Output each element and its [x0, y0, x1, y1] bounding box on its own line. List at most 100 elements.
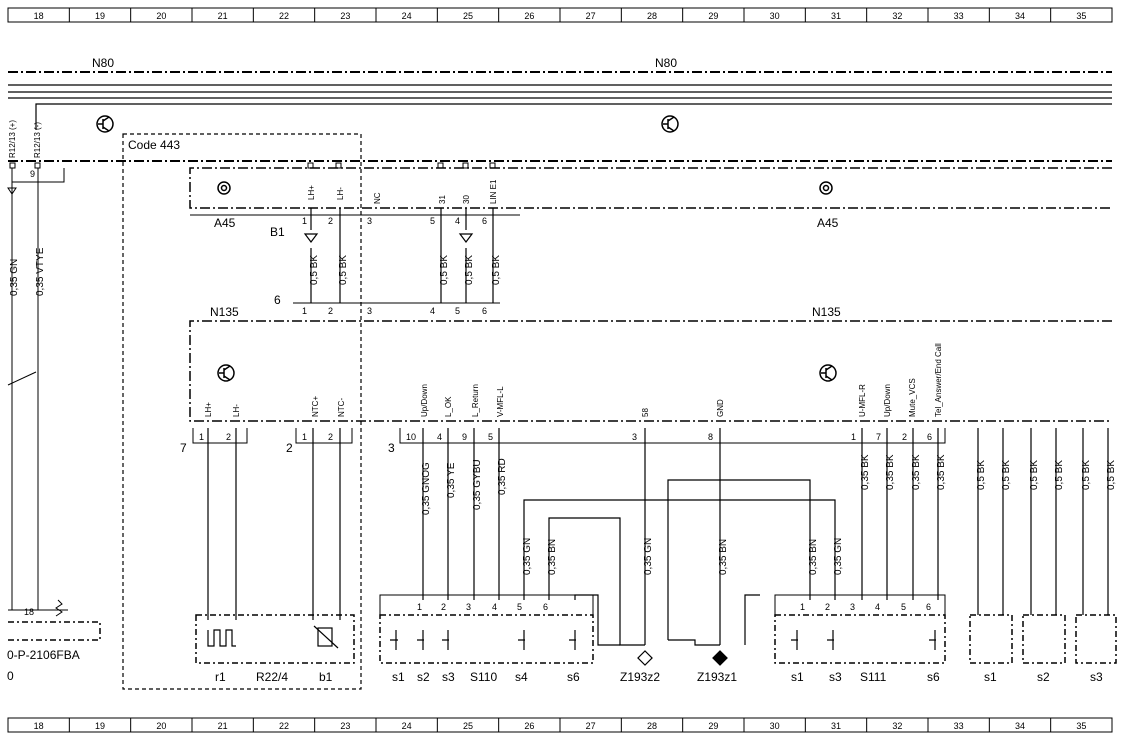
s111-pin: 5	[901, 602, 906, 612]
s111-switch-label: s6	[927, 670, 940, 684]
left-module	[8, 599, 101, 641]
svg-text:0,35 GNOG: 0,35 GNOG	[421, 462, 432, 515]
ruler-column-number: 33	[954, 721, 964, 731]
ruler-column-number: 18	[34, 721, 44, 731]
s110-pin: 1	[417, 602, 422, 612]
s110-switch-label: s4	[515, 670, 528, 684]
svg-text:1: 1	[851, 432, 856, 442]
label-two: 2	[286, 441, 293, 455]
ruler-column-number: 35	[1076, 721, 1086, 731]
sig-n135-v-mfl-l: V-MFL-L	[496, 386, 505, 417]
s110-pin: 2	[441, 602, 446, 612]
ntc-resistor-icon	[313, 625, 339, 649]
ruler-column-number: 22	[279, 11, 289, 21]
sig-n135-gnd: GND	[716, 399, 725, 417]
svg-text:0,5 BK: 0,5 BK	[1029, 460, 1040, 490]
label-b1: B1	[270, 225, 285, 239]
sig-n135-lh-plus: LH+	[204, 402, 213, 417]
svg-text:3: 3	[632, 432, 637, 442]
sig-a45-nc: NC	[373, 192, 382, 204]
ruler-column-number: 23	[340, 721, 350, 731]
s110-pin: 6	[543, 602, 548, 612]
ruler-column-number: 19	[95, 721, 105, 731]
ruler-column-number: 27	[586, 11, 596, 21]
sig-n135-mute-vcs: Mute_VCS	[908, 378, 917, 417]
s111-switch-block	[774, 594, 946, 664]
r22-4-box	[195, 614, 355, 664]
svg-text:4: 4	[455, 216, 460, 226]
label-seven: 7	[180, 441, 187, 455]
label-three: 3	[388, 441, 395, 455]
ruler-column-number: 29	[708, 721, 718, 731]
svg-text:0,35 BK: 0,35 BK	[911, 454, 922, 490]
ruler-column-number: 28	[647, 721, 657, 731]
svg-text:1: 1	[302, 432, 307, 442]
svg-text:0,35 BK: 0,35 BK	[860, 454, 871, 490]
svg-text:0,35 BK: 0,35 BK	[885, 454, 896, 490]
svg-text:0,35 RD: 0,35 RD	[497, 458, 508, 495]
s110-pin: 4	[492, 602, 497, 612]
ruler-column-number: 27	[586, 721, 596, 731]
ruler-column-number: 29	[708, 11, 718, 21]
ruler-column-number: 24	[402, 11, 412, 21]
code-443-box	[122, 133, 362, 690]
ruler-column-number: 21	[218, 11, 228, 21]
ruler-column-number: 24	[402, 721, 412, 731]
a45-label-right: A45	[817, 216, 839, 230]
electronic-icon	[96, 115, 114, 133]
ruler-column-number: 22	[279, 721, 289, 731]
sig-n135-ntc-plus: NTC+	[311, 396, 320, 417]
s111-pin: 1	[800, 602, 805, 612]
svg-text:0,5 BK: 0,5 BK	[491, 255, 502, 285]
svg-text:2: 2	[226, 432, 231, 442]
left-pins	[7, 162, 65, 610]
svg-text:0,5 BK: 0,5 BK	[464, 255, 475, 285]
svg-text:0,35 GN: 0,35 GN	[522, 538, 533, 575]
svg-text:0,35 GYBU: 0,35 GYBU	[472, 459, 483, 510]
label-s111: S111	[860, 670, 887, 684]
a45-n135-wires	[303, 208, 494, 303]
svg-text:0,35 GN: 0,35 GN	[643, 538, 654, 575]
z193z2-connector-icon	[637, 650, 653, 666]
svg-text:0,5 BK: 0,5 BK	[1054, 460, 1065, 490]
a45-label-left: A45	[214, 216, 236, 230]
electronic-icon	[661, 115, 679, 133]
svg-text:8: 8	[708, 432, 713, 442]
svg-text:1: 1	[302, 216, 307, 226]
svg-text:0,35 BK: 0,35 BK	[936, 454, 947, 490]
wire-vtye: 0,35 VTYE	[35, 247, 46, 296]
right-switch-label: s3	[1090, 670, 1103, 684]
ruler-column-number: 20	[156, 721, 166, 731]
ruler-column-number: 30	[770, 721, 780, 731]
s110-switch-label: s3	[442, 670, 455, 684]
ruler-column-number: 21	[218, 721, 228, 731]
svg-text:0,35 BN: 0,35 BN	[547, 539, 558, 575]
a45-box	[189, 167, 1112, 216]
svg-text:1: 1	[302, 306, 307, 316]
sig-n135-l-return: L_Return	[471, 384, 480, 417]
svg-text:0,5 BK: 0,5 BK	[439, 255, 450, 285]
ruler-column-number: 18	[34, 11, 44, 21]
s111-pin: 3	[850, 602, 855, 612]
n135-lower-connectors	[192, 428, 946, 444]
s110-switch-label: s2	[417, 670, 430, 684]
ruler-column-number: 23	[340, 11, 350, 21]
n80-bus	[8, 71, 1112, 130]
svg-text:9: 9	[462, 432, 467, 442]
right-switch-boxes	[969, 614, 1117, 664]
svg-text:5: 5	[430, 216, 435, 226]
sig-a45-lh-plus: LH+	[307, 185, 316, 200]
s111-switch-icons	[791, 630, 936, 650]
label-s110: S110	[470, 670, 497, 684]
pin-18: 18	[24, 607, 34, 617]
sig-a45-lin-e1: LIN E1	[489, 179, 498, 204]
s110-switch-block	[379, 594, 594, 664]
ruler-column-number: 34	[1015, 11, 1025, 21]
sig-n135-l-ok: L_OK	[444, 396, 453, 417]
bk-wire-labels: 0,5 BK 0,5 BK 0,5 BK 0,5 BK 0,5 BK	[309, 255, 502, 285]
svg-text:6: 6	[927, 432, 932, 442]
